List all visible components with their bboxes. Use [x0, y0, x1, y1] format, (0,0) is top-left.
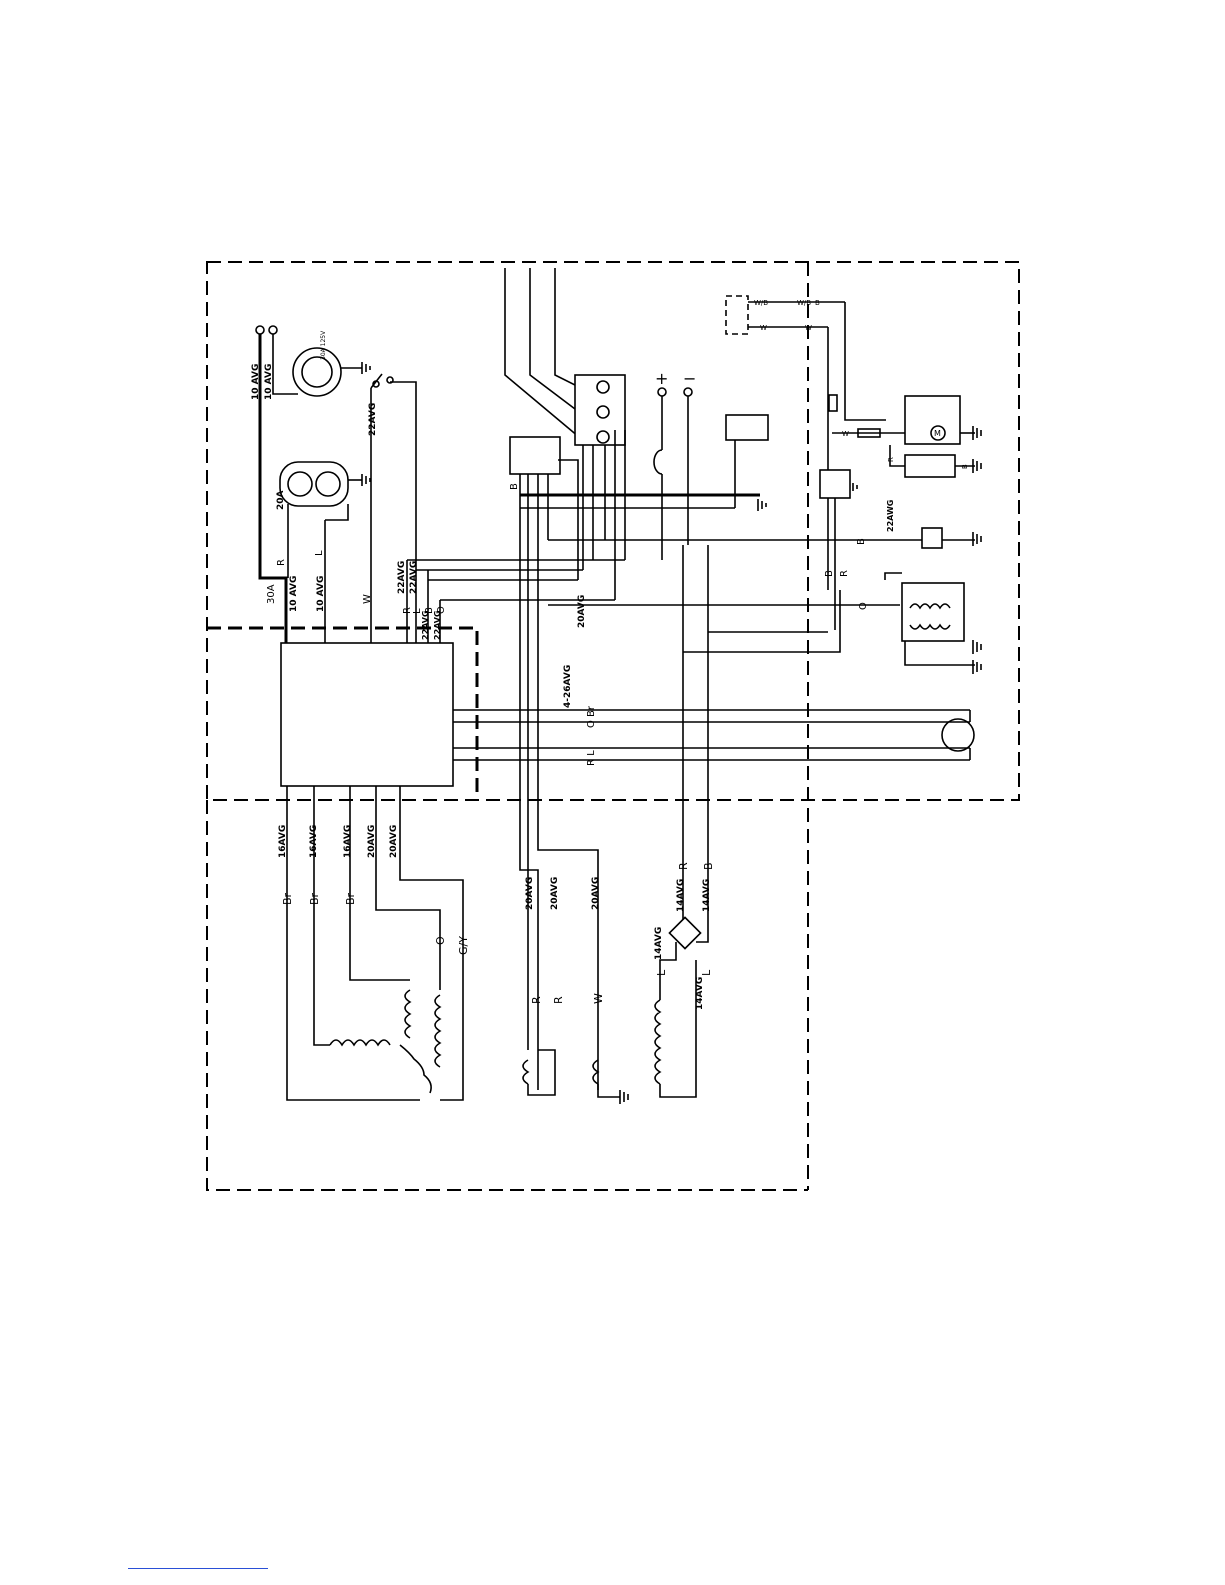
- harness: [505, 268, 625, 474]
- label-awg-16-b: 16AVG: [309, 825, 319, 858]
- ground-symbols: [362, 362, 981, 1104]
- oil-sensor: [922, 528, 942, 548]
- label-awg-22-a: 22AVG: [368, 403, 378, 436]
- label-awg-20-b: 20AVG: [389, 825, 399, 858]
- label-awg-16-a: 16AVG: [278, 825, 288, 858]
- dc-terminals: [654, 388, 708, 870]
- label-awg-14-b: 14AVG: [702, 879, 712, 912]
- label-w-low: W: [592, 993, 605, 1004]
- label-plus: +: [655, 369, 668, 388]
- footer-link-underline: [128, 1568, 268, 1569]
- alternator-frame: [207, 800, 808, 1190]
- starter-motor: M: [905, 396, 975, 444]
- label-minus: −: [683, 369, 696, 388]
- label-w-sw2: W: [805, 324, 812, 332]
- label-awg-22-d: 22AVG: [421, 610, 430, 640]
- label-w-sw1: W: [760, 324, 767, 332]
- label-r-left: R: [276, 559, 287, 566]
- bridge-rectifier-top: [820, 470, 850, 630]
- label-b-right: B: [702, 862, 715, 870]
- motor-letter: M: [934, 429, 941, 438]
- label-br-2: Br: [308, 892, 321, 905]
- label-br-3: Br: [344, 892, 357, 905]
- label-w-fuse: W: [842, 430, 849, 438]
- main-switch: [371, 374, 393, 388]
- battery: [890, 445, 975, 477]
- label-awg-20-e: 20AVG: [591, 877, 601, 910]
- fuse-and-diode: [829, 395, 905, 437]
- label-b-sw: B: [815, 299, 820, 307]
- label-b-block: B: [509, 483, 520, 490]
- receptacle-rating: 30A 125V: [320, 330, 327, 360]
- label-w-left: W: [362, 594, 373, 604]
- label-r-low-2: R: [552, 996, 565, 1004]
- label-amp-20: 20A: [276, 490, 286, 510]
- label-o-br: O Br: [586, 705, 597, 728]
- junction-box: [510, 437, 560, 474]
- terminal-strip: [575, 375, 625, 445]
- label-awg-20-d: 20AVG: [550, 877, 560, 910]
- label-r-batt: R: [887, 457, 895, 462]
- label-awg-14-c: 14AVG: [654, 927, 664, 960]
- label-l-low-2: L: [700, 969, 713, 976]
- label-awg-20-c: 20AVG: [525, 877, 535, 910]
- label-wb-1: W/B: [754, 299, 768, 307]
- label-awg-20-mid: 20AVG: [577, 595, 587, 628]
- label-awg-10-d: 10 AVG: [316, 576, 326, 612]
- label-awg-10-b: 10 AVG: [264, 364, 274, 400]
- label-br-1: Br: [281, 892, 294, 905]
- label-awg-22-c: 22AVG: [409, 561, 419, 594]
- label-l-left: L: [314, 550, 325, 556]
- label-awg-20-a: 20AVG: [367, 825, 377, 858]
- label-awg-22-b: 22AVG: [397, 561, 407, 594]
- label-r-right: R: [677, 862, 690, 870]
- label-r-l-1: R L: [586, 750, 597, 766]
- label-awg-22-e: 22AVG: [433, 610, 442, 640]
- charging-rectifier: [669, 917, 700, 948]
- motor-winding: [942, 719, 974, 751]
- label-b-batt: B: [961, 464, 969, 469]
- label-gy-low: G/Y: [457, 936, 470, 955]
- control-module: [281, 643, 453, 786]
- label-awg-10-a: 10 AVG: [251, 364, 261, 400]
- label-awg-10-c: 10 AVG: [289, 576, 299, 612]
- label-awg-14-a: 14AVG: [676, 879, 686, 912]
- label-r-r2: R: [839, 570, 850, 577]
- right-wires: [453, 590, 970, 760]
- label-o-low: O: [434, 936, 447, 945]
- label-l-low-1: L: [655, 969, 668, 976]
- label-b-r2: B: [824, 570, 835, 577]
- label-o-r: O: [858, 602, 869, 610]
- label-wb-2: W/B: [797, 299, 811, 307]
- label-b-r1: B: [856, 538, 867, 545]
- ignition-coil: [885, 573, 975, 665]
- label-r-low-1: R: [530, 996, 543, 1004]
- label-awg-22-right: 22AWG: [886, 500, 895, 532]
- label-awg-4-26: 4-26AVG: [563, 665, 573, 708]
- receptacle-20a: [280, 462, 362, 506]
- label-amp-30: 30A: [266, 584, 277, 604]
- label-awg-14-d: 14AVG: [695, 977, 705, 1010]
- label-awg-16-c: 16AVG: [343, 825, 353, 858]
